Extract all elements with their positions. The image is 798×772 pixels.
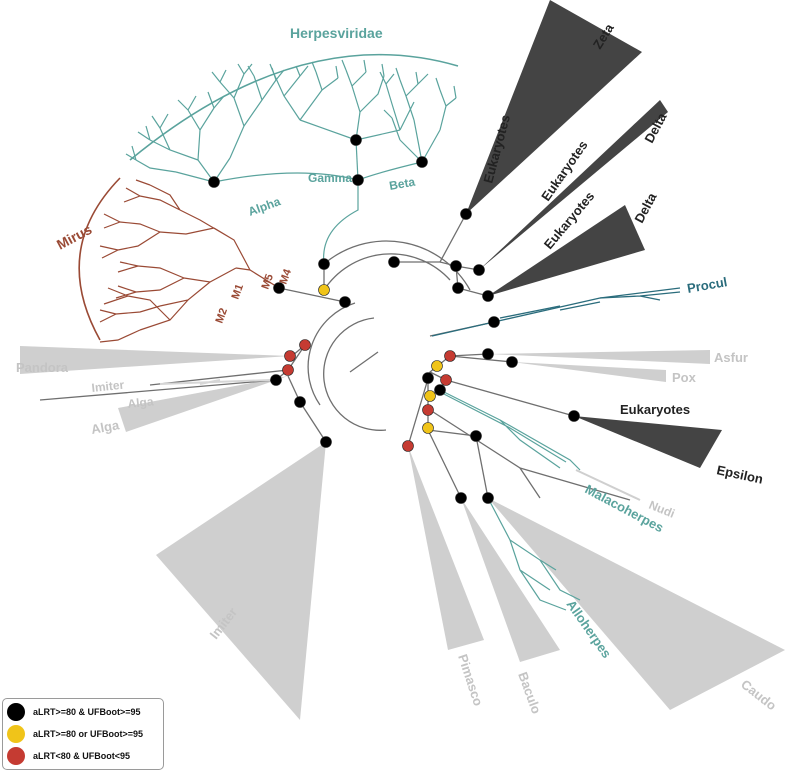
- node-black: [422, 372, 434, 384]
- legend-label: aLRT>=80 or UFBoot>=95: [33, 729, 144, 739]
- clade-asfur-triangle: [488, 350, 710, 364]
- label-beta: Beta: [388, 175, 416, 193]
- label-alga-large: Alga: [90, 417, 121, 437]
- legend-dot-yellow: [7, 725, 25, 743]
- support-legend: aLRT>=80 & UFBoot>=95 aLRT>=80 or UFBoot…: [2, 698, 164, 770]
- node-black: [388, 256, 400, 268]
- clade-delta-1-triangle: [479, 100, 668, 270]
- node-yellow: [318, 284, 330, 296]
- node-black: [208, 176, 220, 188]
- label-epsilon: Epsilon: [715, 462, 764, 486]
- node-black: [434, 384, 446, 396]
- label-pimasco: Pimasco: [455, 652, 486, 708]
- mirus-subtree: [99, 179, 280, 343]
- clade-imiter-triangle: [156, 442, 326, 720]
- node-black: [482, 348, 494, 360]
- node-black: [452, 282, 464, 294]
- node-red: [444, 350, 456, 362]
- node-black: [470, 430, 482, 442]
- clade-pimasco-triangle: [408, 446, 484, 650]
- node-black: [339, 296, 351, 308]
- legend-label: aLRT>=80 & UFBoot>=95: [33, 707, 141, 717]
- label-delta-2: Delta: [631, 190, 660, 226]
- legend-item: aLRT>=80 & UFBoot>=95: [7, 701, 141, 723]
- label-eukaryotes-4: Eukaryotes: [620, 402, 690, 417]
- node-black: [473, 264, 485, 276]
- clade-alga-triangle: [118, 376, 288, 432]
- label-m1: M1: [230, 283, 247, 301]
- node-yellow: [422, 422, 434, 434]
- node-red: [440, 374, 452, 386]
- legend-dot-black: [7, 703, 25, 721]
- clade-pandora-triangle: [20, 346, 290, 374]
- clade-caudo-triangle: [488, 498, 785, 710]
- label-gamma: Gamma: [308, 171, 352, 185]
- node-black: [482, 290, 494, 302]
- label-baculo: Baculo: [515, 670, 544, 716]
- teal-lineages: [439, 389, 581, 611]
- label-mirus: Mirus: [54, 221, 95, 253]
- node-black: [294, 396, 306, 408]
- node-black: [320, 436, 332, 448]
- procul-lineage: [431, 287, 681, 337]
- label-imiter-small: Imiter: [91, 378, 125, 395]
- node-black: [270, 374, 282, 386]
- node-black: [568, 410, 580, 422]
- node-red: [299, 339, 311, 351]
- imiter-small-branch: [159, 379, 271, 385]
- clade-baculo-triangle: [461, 498, 560, 662]
- backbone: [39, 213, 631, 501]
- label-m4: M4: [278, 267, 295, 286]
- node-red: [402, 440, 414, 452]
- node-black: [488, 316, 500, 328]
- node-red: [282, 364, 294, 376]
- node-black: [460, 208, 472, 220]
- node-black: [352, 174, 364, 186]
- label-procul: Procul: [686, 274, 728, 296]
- label-pandora: Pandora: [16, 360, 69, 375]
- node-black: [506, 356, 518, 368]
- node-yellow: [424, 390, 436, 402]
- label-alpha: Alpha: [246, 194, 282, 219]
- legend-label: aLRT<80 & UFBoot<95: [33, 751, 131, 761]
- label-asfur: Asfur: [714, 350, 748, 365]
- node-black: [416, 156, 428, 168]
- label-caudo: Caudo: [738, 677, 779, 714]
- node-black: [318, 258, 330, 270]
- legend-item: aLRT<80 & UFBoot<95: [7, 745, 130, 767]
- label-pox: Pox: [672, 370, 697, 385]
- node-black: [450, 260, 462, 272]
- node-black: [482, 492, 494, 504]
- node-red: [422, 404, 434, 416]
- node-black: [455, 492, 467, 504]
- herpesviridae-arc: [129, 53, 459, 161]
- support-nodes: [208, 134, 580, 504]
- label-herpesviridae: Herpesviridae: [290, 25, 383, 41]
- clade-delta-2-triangle: [488, 205, 645, 296]
- label-alga-small: Alga: [127, 394, 155, 411]
- node-black: [273, 282, 285, 294]
- nudi-branch: [575, 469, 641, 501]
- clade-pox-triangle: [512, 362, 666, 382]
- clade-zeta-triangle: [466, 0, 642, 214]
- node-red: [284, 350, 296, 362]
- node-yellow: [431, 360, 443, 372]
- node-black: [350, 134, 362, 146]
- legend-dot-red: [7, 747, 25, 765]
- clade-epsilon-triangle: [574, 416, 722, 468]
- legend-item: aLRT>=80 or UFBoot>=95: [7, 723, 143, 745]
- collapsed-clades: [20, 0, 785, 720]
- label-m2: M2: [214, 307, 231, 325]
- label-m5: M5: [260, 273, 277, 291]
- mirus-arc: [78, 177, 121, 341]
